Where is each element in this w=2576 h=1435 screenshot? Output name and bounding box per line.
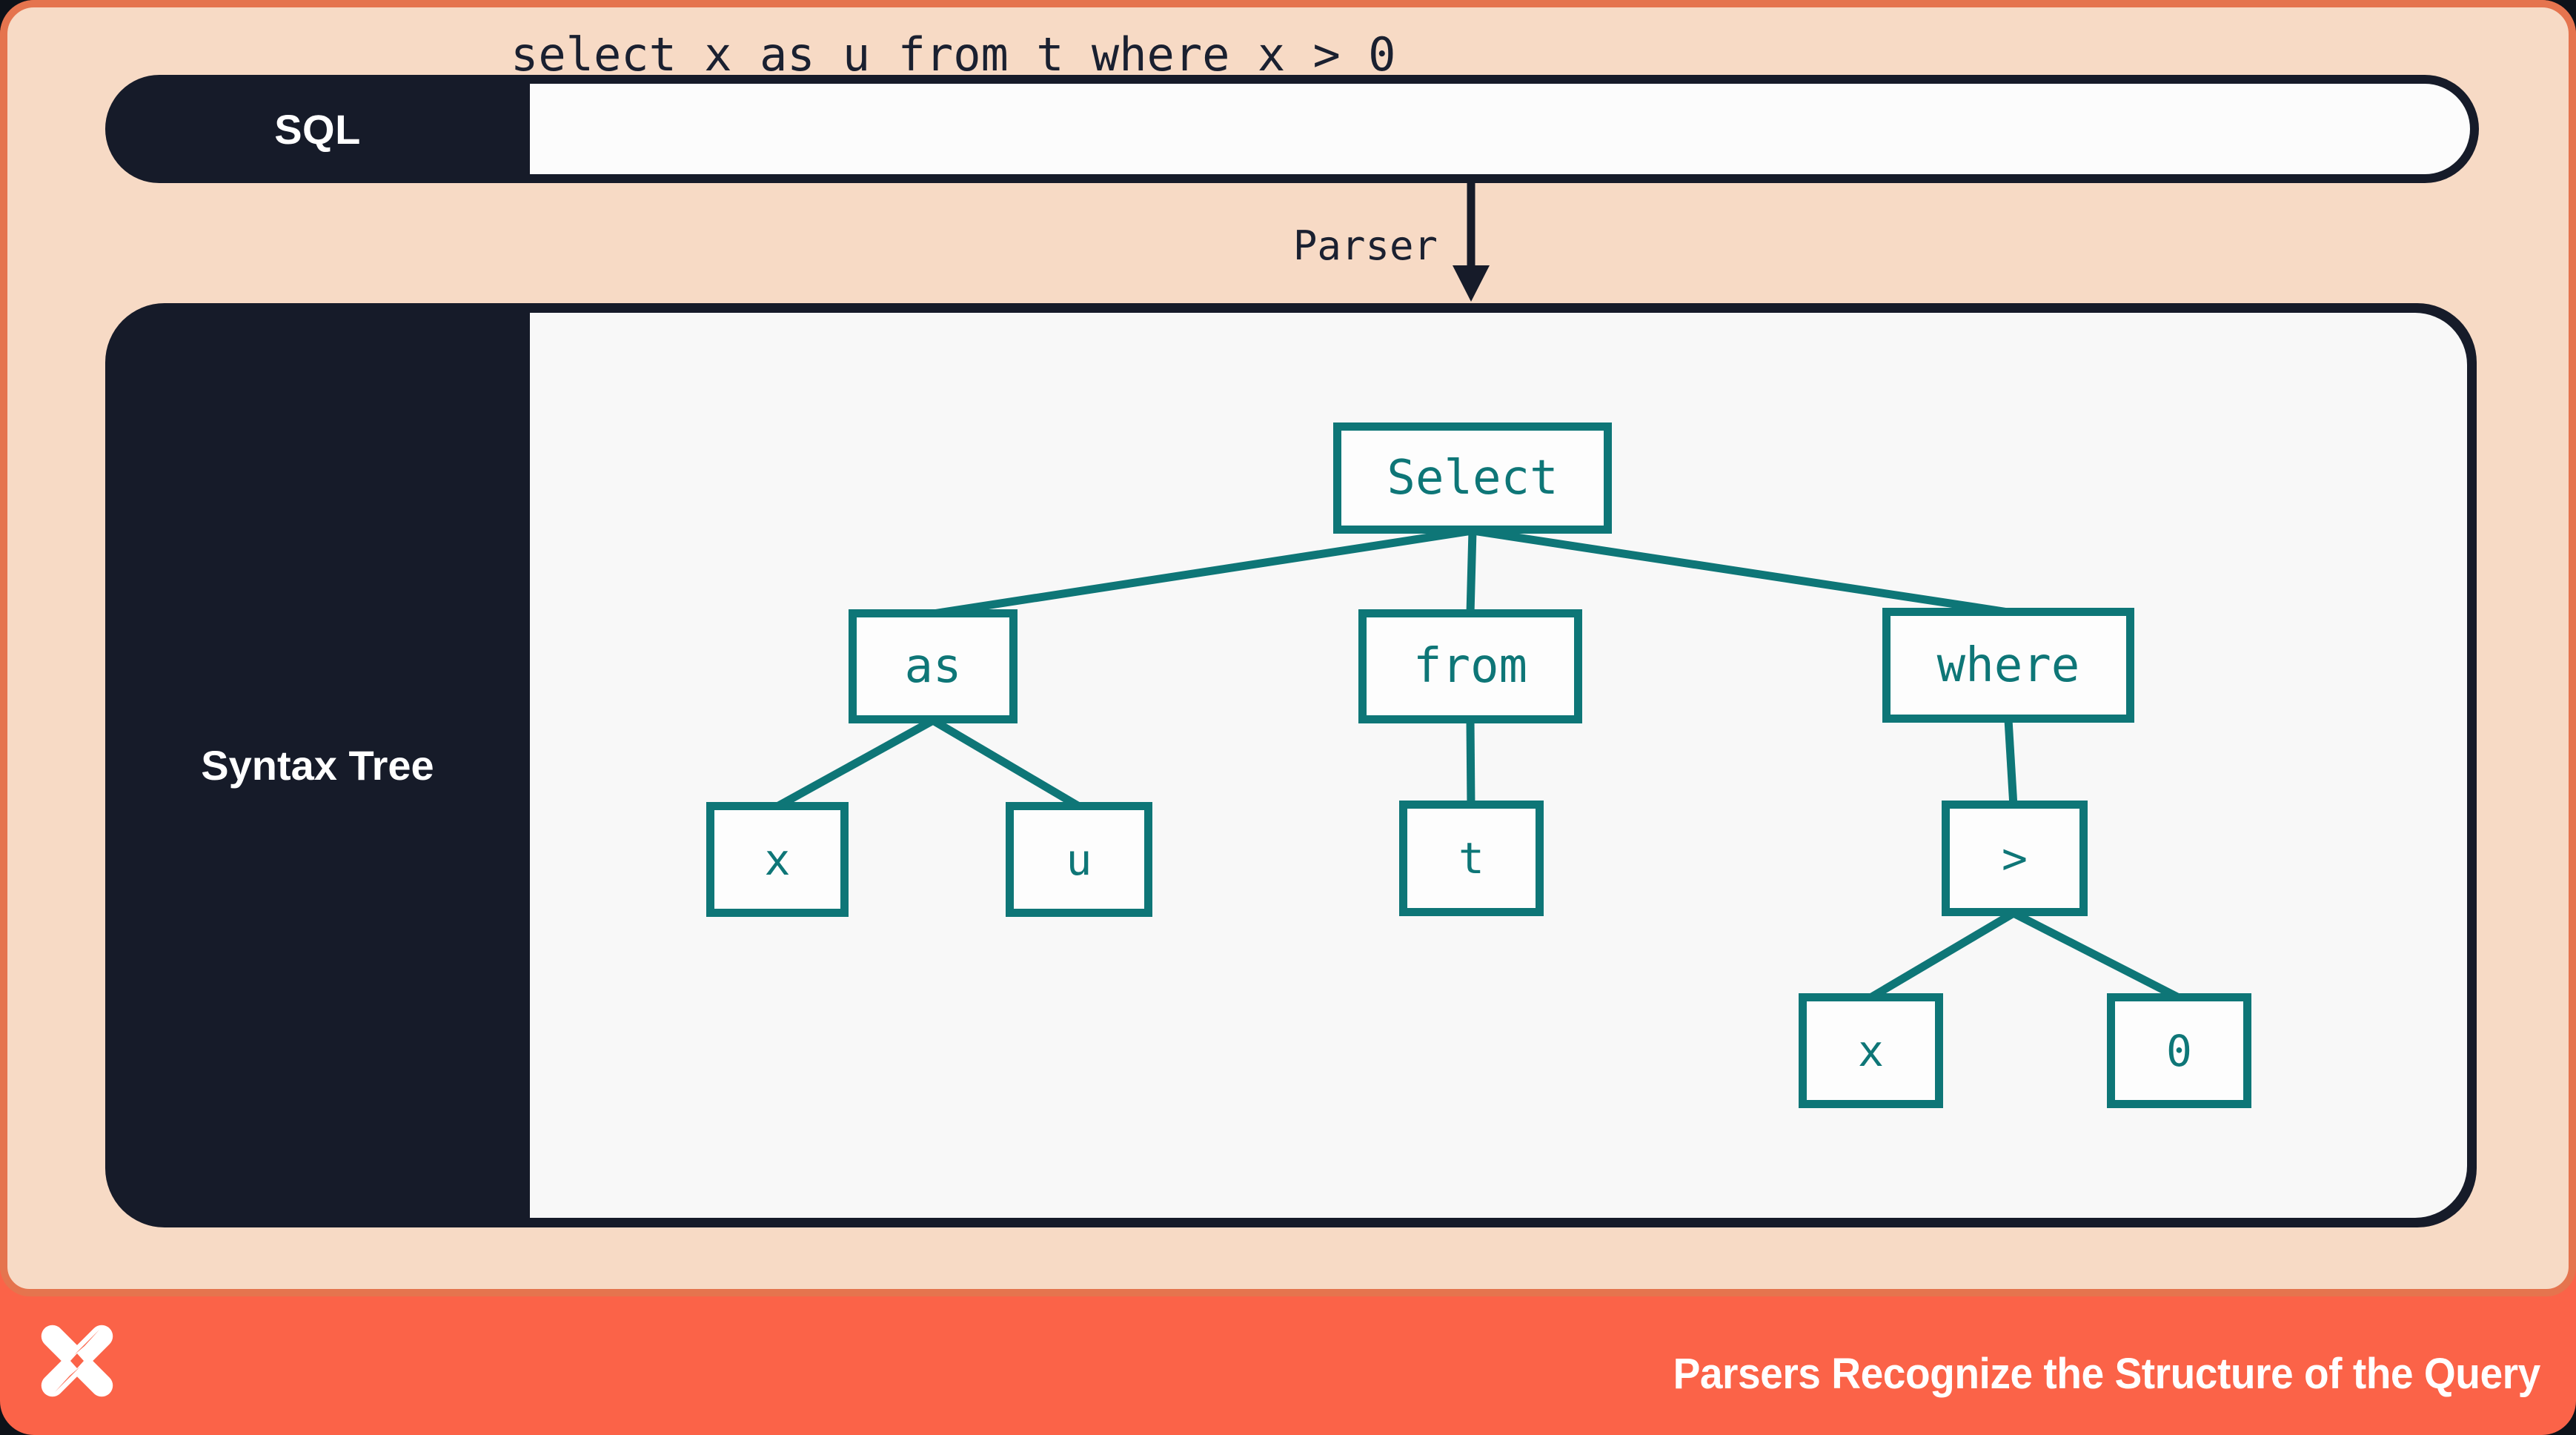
sql-bar-label: SQL: [274, 105, 361, 153]
tree-node-x-left: x: [706, 802, 849, 917]
footer-caption: Parsers Recognize the Structure of the Q…: [1673, 1350, 2541, 1398]
tree-node-as: as: [849, 609, 1018, 723]
sql-query-field: [530, 84, 2470, 174]
syntax-tree-label: Syntax Tree: [201, 742, 434, 789]
tree-node-zero: 0: [2107, 993, 2251, 1108]
sql-query-text: select x as u from t where x > 0: [511, 27, 1396, 82]
tree-node-t: t: [1399, 801, 1544, 916]
tree-node-where: where: [1882, 608, 2134, 723]
tree-node-gt: >: [1942, 801, 2088, 916]
x-mark-logo-icon: [41, 1325, 113, 1397]
tree-node-x-right: x: [1799, 993, 1943, 1108]
tree-node-select: Select: [1333, 422, 1612, 534]
syntax-tree-box: Syntax Tree: [105, 303, 2477, 1227]
tree-node-from: from: [1358, 609, 1582, 723]
sql-bar: SQL: [105, 75, 2479, 183]
parser-label: Parser: [1292, 222, 1438, 269]
tree-node-u: u: [1006, 802, 1152, 917]
